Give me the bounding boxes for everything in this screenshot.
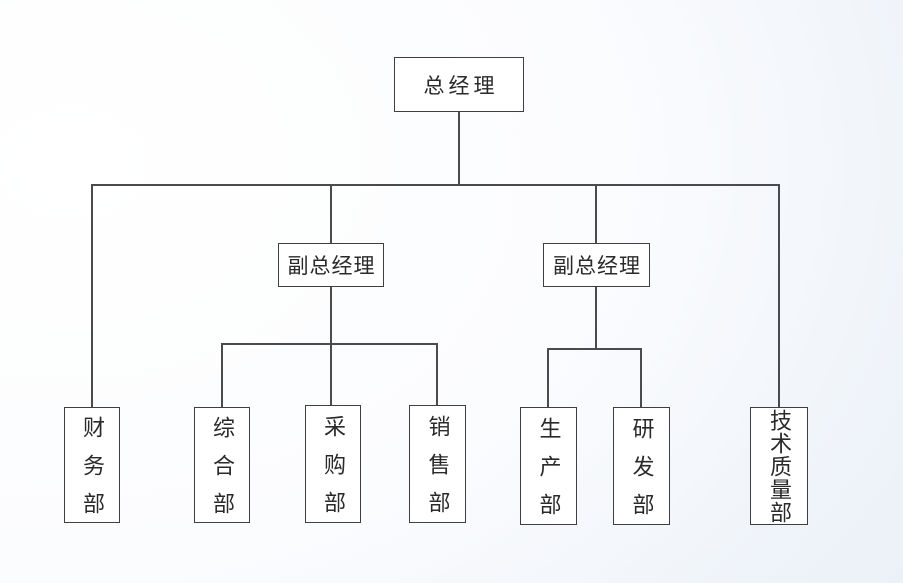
connector-main-trunk (91, 184, 780, 186)
org-node-deputy-manager-right: 副总经理 (543, 243, 650, 287)
org-node-general-manager: 总经理 (394, 57, 524, 112)
connector-trunk-to-vp-left (330, 184, 332, 244)
org-node-label: 技术质量部 (767, 409, 792, 524)
org-node-tech-quality-dept: 技术质量部 (750, 407, 808, 525)
connector-ceo-to-trunk (458, 112, 460, 185)
org-node-general-affairs-dept: 综合部 (194, 407, 250, 530)
connector-to-production (547, 348, 549, 407)
org-node-label: 副总经理 (287, 254, 376, 278)
connector-to-rnd (640, 348, 642, 407)
org-node-label: 总经理 (423, 73, 499, 98)
connector-vp-left-to-purchasing (330, 287, 332, 405)
connector-trunk-to-vp-right (595, 184, 597, 244)
org-node-production-dept: 生产部 (520, 407, 577, 531)
org-node-sales-dept: 销售部 (409, 405, 466, 529)
org-node-label: 研发部 (629, 417, 655, 531)
connector-vp-right-down (595, 287, 597, 349)
org-node-label: 生产部 (536, 417, 562, 531)
org-node-rnd-dept: 研发部 (613, 407, 670, 531)
org-node-label: 综合部 (210, 416, 235, 530)
org-node-finance-dept: 财务部 (64, 407, 120, 530)
connector-trunk-to-tech-quality (778, 184, 780, 407)
connector-to-sales (436, 343, 438, 405)
org-node-label: 财务部 (80, 416, 105, 530)
org-node-purchasing-dept: 采购部 (305, 405, 361, 529)
connector-trunk-to-finance (91, 184, 93, 407)
connector-to-general (221, 343, 223, 407)
connector-left-sub-trunk (221, 343, 438, 345)
org-node-label: 副总经理 (553, 254, 641, 278)
org-node-deputy-manager-left: 副总经理 (278, 243, 384, 287)
connector-right-sub-trunk (547, 348, 642, 350)
org-node-label: 采购部 (321, 415, 346, 529)
org-node-label: 销售部 (425, 415, 451, 529)
